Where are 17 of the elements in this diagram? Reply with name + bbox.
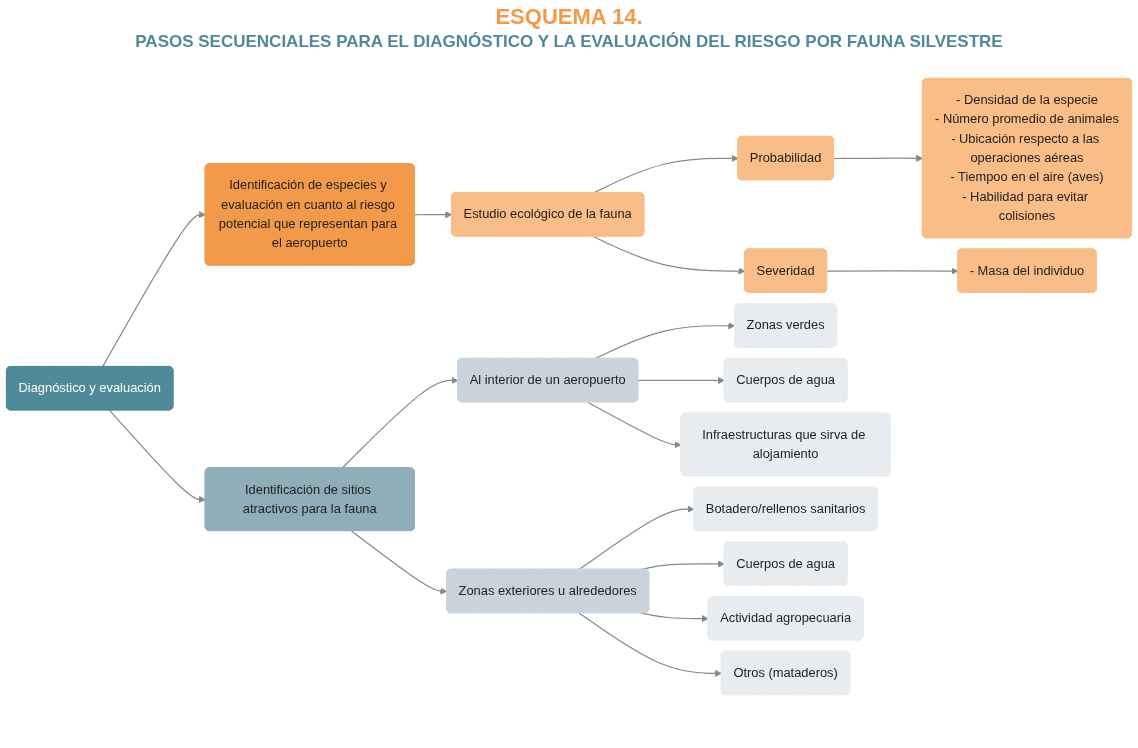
- diagram-title: ESQUEMA 14.: [494, 4, 644, 30]
- arrow: [350, 530, 448, 596]
- arrow: [592, 236, 746, 276]
- arrow: [592, 155, 739, 195]
- arrow: [587, 402, 682, 449]
- arrow: [826, 267, 959, 276]
- arrow: [640, 612, 709, 623]
- arrow: [578, 612, 723, 678]
- arrow: [594, 322, 736, 360]
- arrow: [833, 155, 924, 163]
- diagram-subtitle: PASOS SECUENCIALES PARA EL DIAGNÓSTICO Y LA EVALUACIÓN DEL RIESGO POR FAUNA SILVESTRE: [134, 32, 1004, 52]
- arrow: [341, 377, 459, 470]
- arrow: [414, 211, 453, 219]
- arrow: [578, 506, 695, 571]
- arrow: [637, 377, 725, 385]
- arrow: [108, 410, 206, 504]
- arrow: [101, 211, 206, 368]
